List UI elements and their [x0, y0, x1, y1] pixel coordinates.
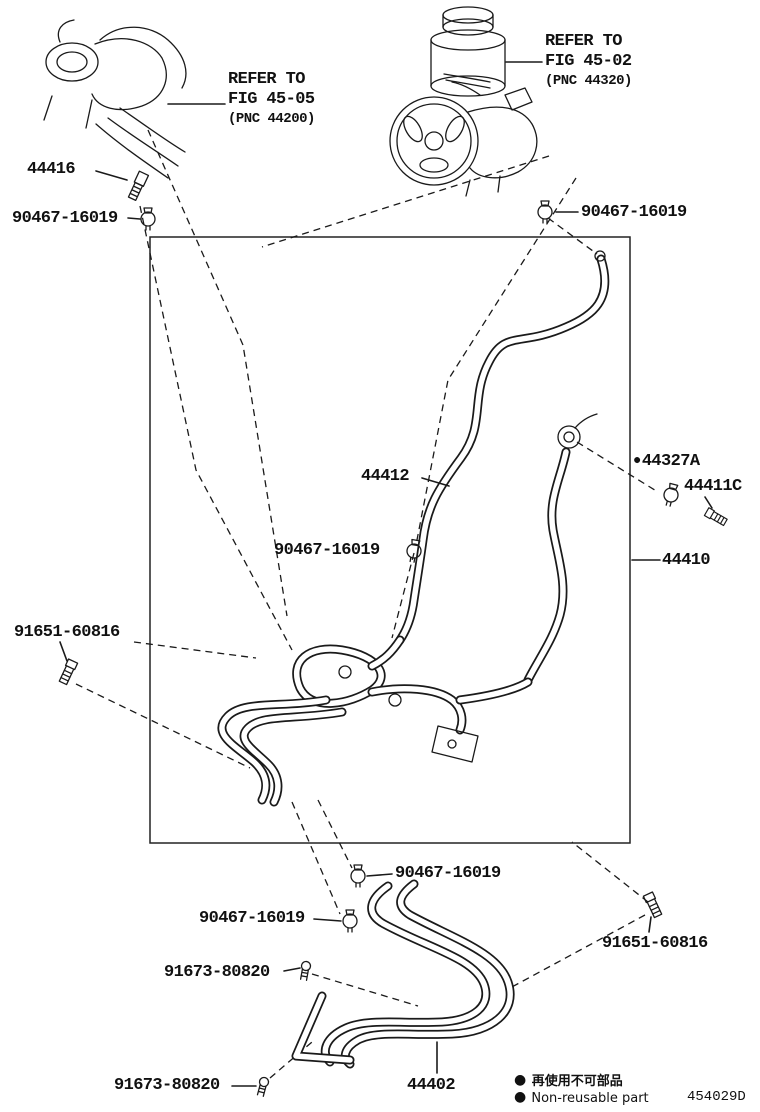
label-90467-top-left: 90467-16019 — [12, 209, 118, 228]
non-reusable-bullet: ● — [633, 453, 641, 469]
refer-line3: (PNC 44200) — [228, 110, 315, 127]
drawing-code: 454029D — [687, 1089, 746, 1105]
legend-non-reusable-en: ● Non-reusable part — [514, 1089, 649, 1106]
label-91673-upper: 91673-80820 — [164, 963, 270, 982]
reservoir-pump-sketch-top-right — [389, 6, 538, 197]
label-91651-left: 91651-60816 — [14, 623, 120, 642]
bolt-icon-91651-right — [642, 891, 664, 919]
label-44402: 44402 — [407, 1076, 456, 1095]
label-44416: 44416 — [27, 160, 76, 179]
label-90467-mid: 90467-16019 — [274, 541, 380, 560]
clamp-icon-44327a — [660, 481, 682, 509]
refer-line1: REFER TO — [228, 70, 305, 89]
hardware-icons — [57, 170, 729, 1098]
label-44412: 44412 — [361, 467, 410, 486]
label-90467-lower-left: 90467-16019 — [199, 909, 305, 928]
legend-jp-text: 再使用不可部品 — [531, 1074, 623, 1089]
screw-icon-91673-upper — [298, 960, 312, 982]
pump-sketch-top-left — [43, 19, 187, 179]
fitting-44416-icon — [126, 170, 150, 202]
label-91673-lower: 91673-80820 — [114, 1076, 220, 1095]
diagram-frame — [149, 236, 631, 844]
refer-line3: (PNC 44320) — [545, 72, 632, 89]
refer-line2: FIG 45-02 — [545, 52, 632, 72]
part-number: 44327A — [641, 452, 700, 471]
tube-44410 — [523, 413, 598, 685]
label-44410: 44410 — [662, 551, 711, 570]
label-44411c: 44411C — [684, 477, 742, 496]
label-44327a: ●44327A — [633, 452, 700, 472]
leader-lines — [59, 61, 713, 1087]
legend-bullet: ● — [514, 1072, 527, 1088]
dashed-lines — [75, 129, 659, 1079]
label-90467-top-right: 90467-16019 — [581, 203, 687, 222]
legend-bullet: ● — [514, 1089, 527, 1105]
screw-icon-91673-lower — [255, 1075, 271, 1098]
legend-en-text: Non-reusable part — [531, 1091, 649, 1106]
cooler-tube-44402 — [291, 879, 515, 1069]
refer-line1: REFER TO — [545, 32, 622, 51]
label-refer-fig45-05: REFER TO FIG 45-05 (PNC 44200) — [228, 70, 315, 128]
label-90467-lower-right: 90467-16019 — [395, 864, 501, 883]
refer-line2: FIG 45-05 — [228, 90, 315, 110]
bolt-icon-44411c — [703, 507, 729, 527]
bolt-icon-91651-left — [57, 658, 79, 686]
label-91651-right: 91651-60816 — [602, 934, 708, 953]
gear-housing-tubes — [217, 635, 533, 807]
clamp-icon-lower-right — [350, 864, 366, 888]
hose-44412 — [395, 250, 610, 645]
label-refer-fig45-02: REFER TO FIG 45-02 (PNC 44320) — [545, 32, 632, 90]
legend-non-reusable-jp: ● 再使用不可部品 — [514, 1070, 623, 1089]
clamp-icon-lower-left — [342, 909, 358, 933]
